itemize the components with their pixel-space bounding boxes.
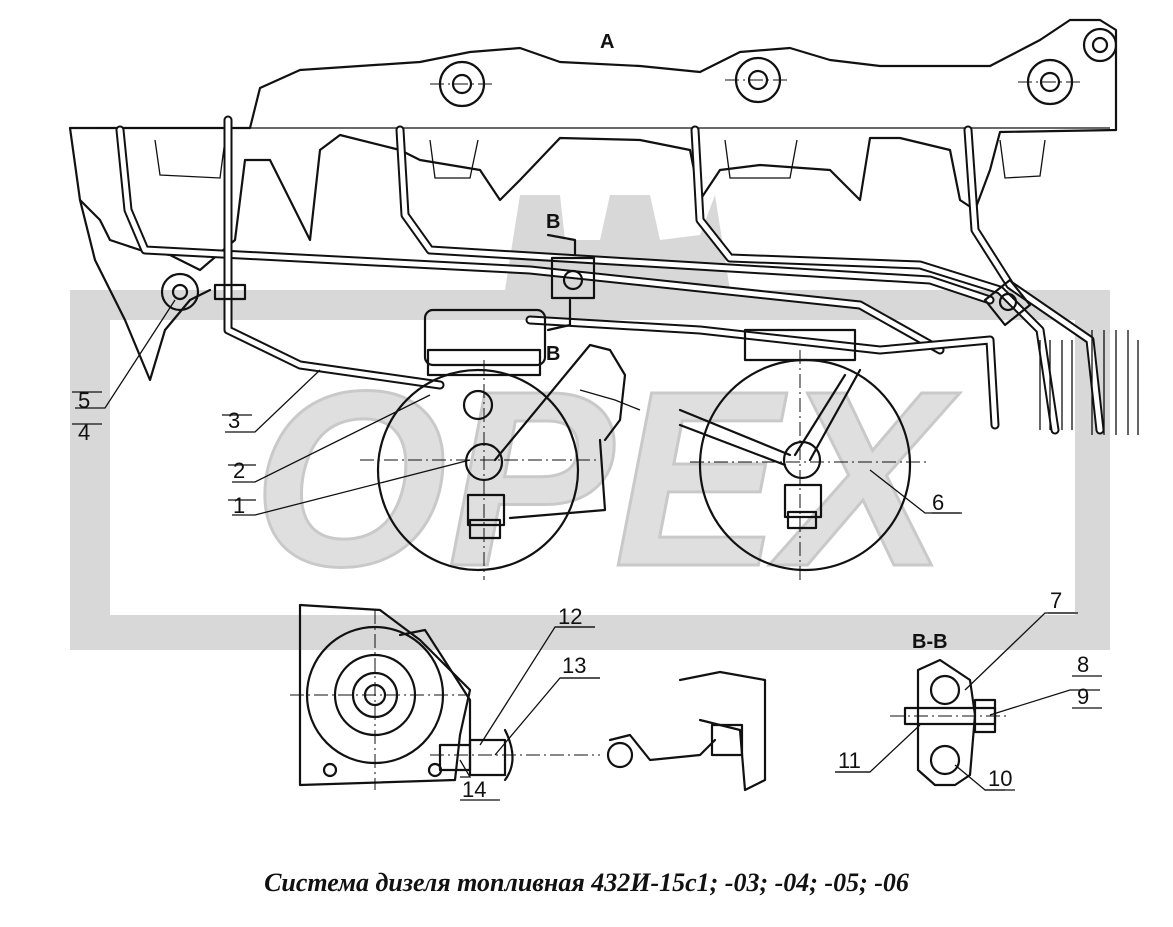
leader-3 — [225, 369, 321, 433]
callout-3: 3 — [228, 408, 240, 433]
callout-leaders — [72, 299, 1102, 801]
pipe-bundle-right — [1039, 330, 1139, 435]
section-view-bb: B-B — [890, 631, 1010, 787]
view-label-a: A — [600, 31, 614, 53]
fuel-pipes — [115, 115, 1139, 435]
callout-7: 7 — [1050, 588, 1062, 613]
callout-2: 2 — [233, 458, 245, 483]
section-mark-bottom: B — [546, 343, 560, 365]
exhaust-manifold — [68, 18, 1118, 382]
callout-1: 1 — [233, 493, 245, 518]
callout-8: 8 — [1077, 652, 1089, 677]
manifold-stud-1 — [430, 60, 495, 108]
leader-14 — [459, 759, 472, 778]
callout-10: 10 — [988, 766, 1012, 791]
detail-view-pump — [290, 603, 600, 790]
callout-11: 11 — [838, 748, 861, 773]
callout-12: 12 — [558, 604, 582, 629]
leader-1 — [232, 459, 471, 516]
manifold-outline — [68, 18, 1118, 272]
callout-14: 14 — [462, 777, 486, 802]
manifold-stud-2 — [725, 56, 790, 104]
section-view-title: B-B — [912, 631, 948, 653]
manifold-port-3 — [724, 139, 798, 179]
watermark: OPEX — [70, 195, 1110, 650]
manifold-port-4 — [999, 139, 1046, 179]
watermark-text: OPEX — [253, 339, 961, 618]
callout-13: 13 — [562, 653, 586, 678]
manifold-port-1 — [154, 139, 226, 179]
detail-view-fitting — [606, 670, 767, 792]
manifold-port-2 — [429, 139, 479, 179]
leader-8-9 — [989, 689, 1100, 716]
callout-numbers: 1 2 3 4 5 6 7 8 9 10 11 12 13 14 — [78, 388, 1089, 802]
manifold-stud-3 — [1018, 58, 1082, 106]
injector-housing-left — [423, 308, 547, 377]
pipe-clamp-center — [550, 256, 596, 300]
cylinder-flange-left — [360, 360, 600, 580]
callout-6: 6 — [932, 490, 944, 515]
pipe-clamp-left — [160, 272, 247, 312]
manifold-stud-4 — [1082, 27, 1118, 63]
bracket-right — [678, 368, 862, 467]
callout-5: 5 — [78, 388, 90, 413]
section-mark-top: B — [546, 211, 560, 233]
leader-2 — [232, 394, 431, 483]
bracket-left — [493, 343, 641, 520]
pipe-clamp-right — [983, 278, 1032, 327]
callout-4: 4 — [78, 420, 90, 445]
callout-9: 9 — [1077, 684, 1089, 709]
leader-4-5 — [75, 299, 176, 409]
manifold-lower-lobe — [78, 198, 212, 382]
section-cut-marks: B B — [546, 211, 577, 365]
diagram-caption: Система дизеля топливная 432И-15с1; -03;… — [264, 868, 909, 897]
